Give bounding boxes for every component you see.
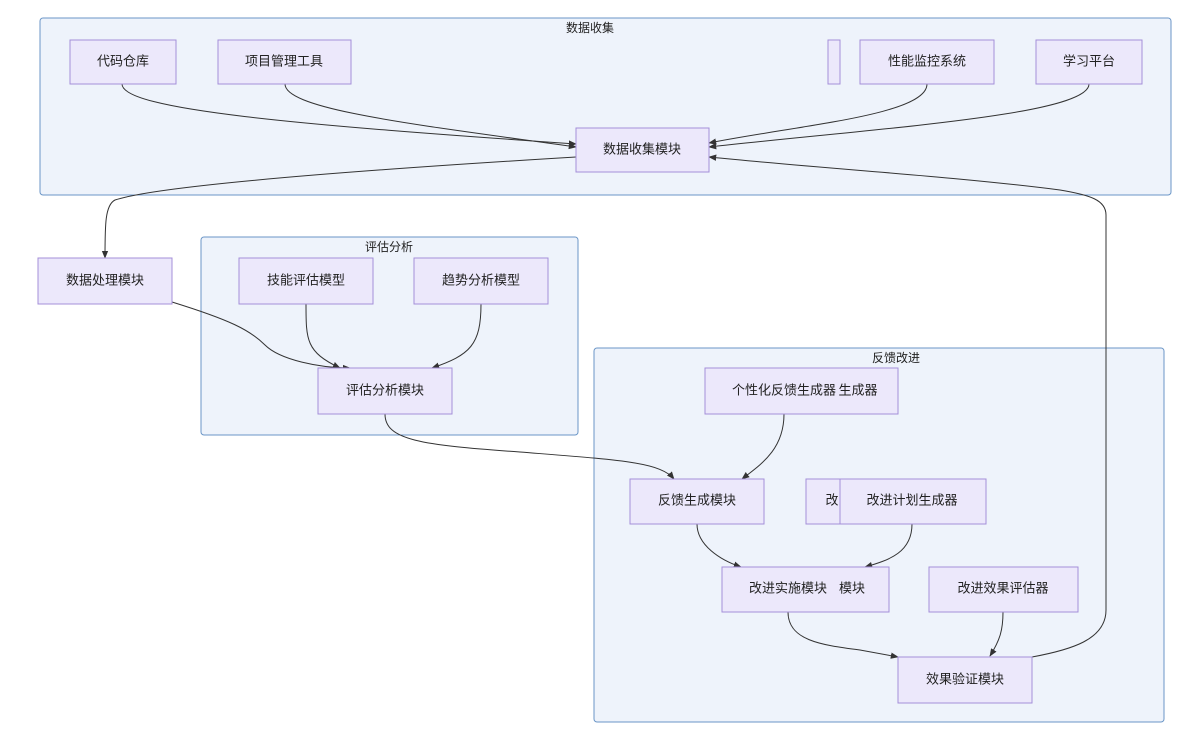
edge-learn-to-collect [708, 83, 1090, 150]
svg-text:数据处理模块: 数据处理模块 [66, 274, 144, 289]
node-project-management-tool[interactable]: 项目管理工具 [217, 39, 352, 85]
edges [101, 83, 1107, 659]
node-evaluation-analysis-module[interactable]: 评估分析模块 [317, 367, 453, 415]
svg-text:生成器: 生成器 [838, 384, 877, 399]
edge-effect-to-verify [989, 611, 1004, 657]
node-skill-assessment-model[interactable]: 技能评估模型 [238, 257, 374, 305]
node-improvement-implementation-module[interactable]: 改进实施模块 模块 [721, 566, 890, 613]
node-learning-platform[interactable]: 学习平台 [1035, 39, 1143, 85]
edge-skill-to-eval [305, 303, 341, 369]
svg-text:评估分析模块: 评估分析模块 [346, 384, 424, 399]
edge-feedback-to-impl [696, 523, 742, 568]
svg-text:技能评估模型: 技能评估模型 [267, 274, 345, 289]
svg-text:代码仓库: 代码仓库 [97, 54, 149, 70]
svg-text:改进实施模块: 改进实施模块 [749, 582, 827, 597]
cluster-feedback-improvement: 反馈改进 [593, 347, 1165, 723]
node-personalized-feedback-generator[interactable]: 个性化反馈生成器 生成器 [704, 367, 899, 415]
edge-collect-to-process [101, 156, 577, 259]
node-improvement-effect-evaluator[interactable]: 改进效果评估器 [928, 566, 1079, 613]
svg-text:模块: 模块 [839, 582, 865, 597]
svg-text:个性化反馈生成器: 个性化反馈生成器 [732, 384, 836, 399]
edge-plan-to-impl [864, 523, 913, 569]
svg-text:趋势分析模型: 趋势分析模型 [442, 273, 520, 289]
svg-text:项目管理工具: 项目管理工具 [245, 55, 323, 70]
node-data-processing-module[interactable]: 数据处理模块 [37, 257, 173, 305]
node-code-repository[interactable]: 代码仓库 [69, 39, 177, 85]
svg-text:反馈生成模块: 反馈生成模块 [658, 494, 736, 509]
svg-text:改: 改 [825, 494, 838, 509]
cluster-title-feedback-improvement: 反馈改进 [872, 351, 920, 365]
svg-text:学习平台: 学习平台 [1063, 54, 1115, 70]
node-effect-verification-module[interactable]: 效果验证模块 [897, 656, 1033, 704]
node-data-collection-module[interactable]: 数据收集模块 [575, 127, 710, 173]
edge-verify-to-collect [708, 154, 1107, 658]
svg-text:性能监控系统: 性能监控系统 [888, 55, 966, 70]
node-performance-monitoring[interactable]: 性能监控系统 [859, 39, 995, 85]
edge-eval-to-feedback [384, 413, 675, 480]
svg-text:改进计划生成器: 改进计划生成器 [866, 494, 957, 509]
cluster-title-evaluation-analysis: 评估分析 [365, 240, 413, 254]
edge-pm-to-collect [284, 83, 577, 150]
edge-personal-to-feedback [741, 413, 785, 480]
edge-process-to-eval [171, 301, 351, 372]
svg-text:数据收集模块: 数据收集模块 [603, 142, 681, 158]
svg-text:改进效果评估器: 改进效果评估器 [957, 582, 1048, 597]
edge-perf-to-collect [708, 83, 928, 145]
node-partial-hidden [827, 39, 841, 85]
cluster-title-data-collection: 数据收集 [566, 20, 614, 35]
node-improvement-plan-generator[interactable]: 改 改进计划生成器 [805, 478, 987, 525]
edge-trend-to-eval [431, 303, 482, 369]
edge-impl-to-verify [787, 611, 899, 659]
node-feedback-generation-module[interactable]: 反馈生成模块 [629, 478, 765, 525]
svg-text:效果验证模块: 效果验证模块 [926, 672, 1004, 688]
edge-repo-to-collect [121, 83, 577, 147]
node-trend-analysis-model[interactable]: 趋势分析模型 [413, 257, 549, 305]
